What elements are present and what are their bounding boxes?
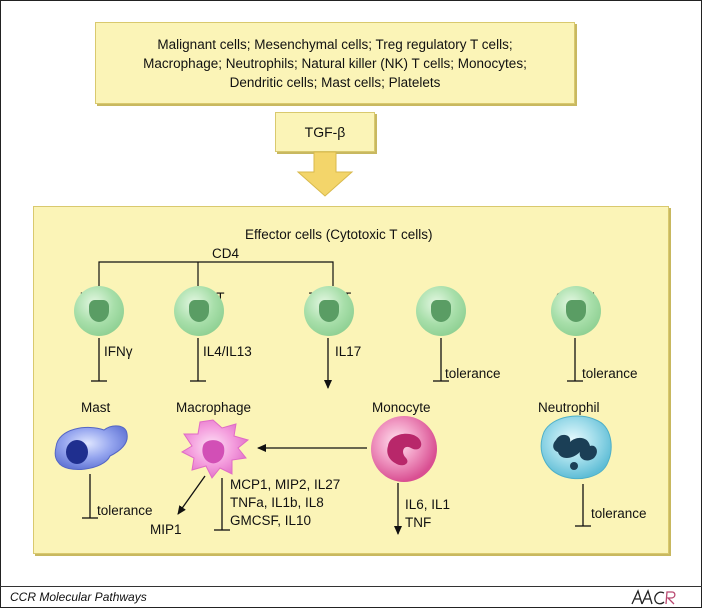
tgf-beta-label: TGF-β <box>304 124 346 140</box>
th1-cell-icon <box>74 286 124 336</box>
cd8-tolerance-label: tolerance <box>582 366 638 381</box>
cd4-label: CD4 <box>212 246 240 261</box>
tgf-source-cells-box: Malignant cells; Mesenchymal cells; Treg… <box>95 22 575 104</box>
source-line-3: Dendritic cells; Mast cells; Platelets <box>229 75 441 90</box>
macrophage-label: Macrophage <box>176 400 252 415</box>
aacr-logo <box>630 588 680 606</box>
neutrophil-tolerance-label: tolerance <box>591 506 647 521</box>
il17-label: IL17 <box>335 344 362 359</box>
mip1-label: MIP1 <box>150 522 182 537</box>
footer-title: CCR Molecular Pathways <box>10 590 147 604</box>
th17-cell-icon <box>304 286 354 336</box>
mast-tolerance-label: tolerance <box>97 503 153 518</box>
th2-cell-icon <box>174 286 224 336</box>
nkt-cell-icon <box>416 286 466 336</box>
cd8-cell-icon <box>551 286 601 336</box>
macrophage-factor-line-1: MCP1, MIP2, IL27 <box>230 477 341 492</box>
tnf-label: TNF <box>405 515 432 530</box>
il4-il13-label: IL4/IL13 <box>203 344 252 359</box>
effector-cells-box <box>33 206 669 554</box>
tgf-beta-box: TGF-β <box>275 112 375 152</box>
effector-title: Effector cells (Cytotoxic T cells) <box>245 227 433 242</box>
ifn-gamma-label: IFNγ <box>104 344 133 359</box>
source-line-1: Malignant cells; Mesenchymal cells; Treg… <box>157 37 513 52</box>
mast-label: Mast <box>81 400 111 415</box>
footer-divider <box>0 586 702 587</box>
macrophage-factor-line-3: GMCSF, IL10 <box>230 513 312 528</box>
macrophage-factor-line-2: TNFa, IL1b, IL8 <box>230 495 324 510</box>
monocyte-label: Monocyte <box>372 400 431 415</box>
source-line-2: Macrophage; Neutrophils; Natural killer … <box>143 56 527 71</box>
neutrophil-label: Neutrophil <box>538 400 600 415</box>
il6-il1-label: IL6, IL1 <box>405 497 451 512</box>
nkt-tolerance-label: tolerance <box>445 366 501 381</box>
